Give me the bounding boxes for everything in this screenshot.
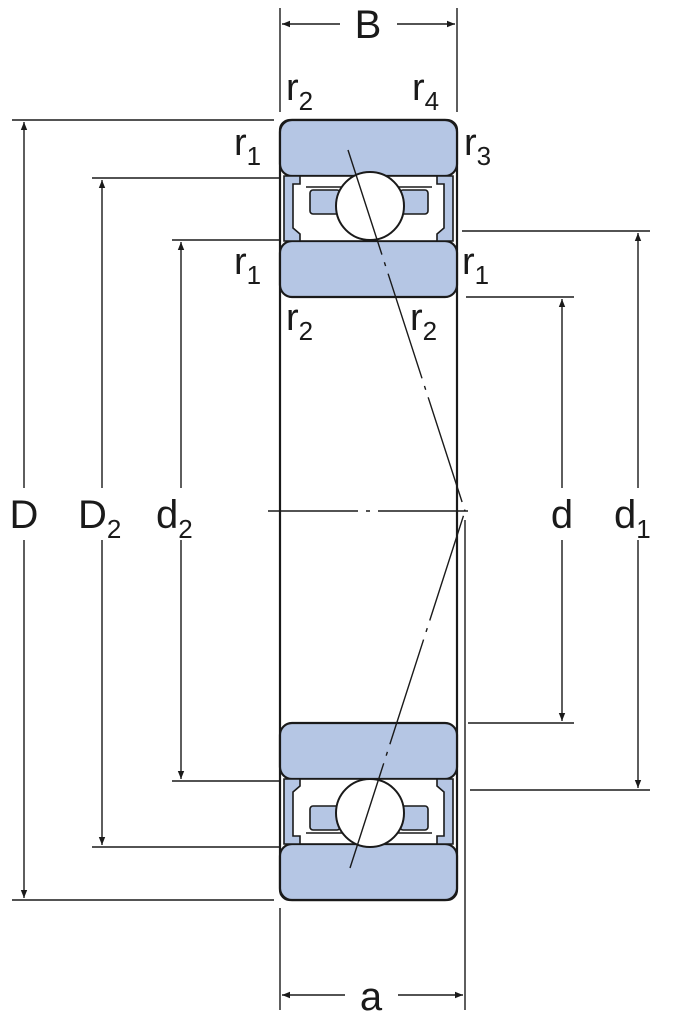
label-r4-top-right: r4 [412,67,439,116]
seal-right-upper [436,175,454,242]
seal-right-lower [436,778,454,845]
contact-line-lower [349,510,466,869]
inner-ring-lower [278,721,459,781]
dimension-labels: B a D D2 d2 d d1 r2 r4 r1 r3 r1 r1 r2 r2 [10,3,651,1019]
label-r2-top-left: r2 [286,67,313,116]
seal-left-lower [283,778,301,845]
bearing-cross-section [268,118,470,902]
upper-section [278,118,459,299]
label-r2-lower-right: r2 [410,297,437,346]
outer-ring-upper [278,118,459,178]
ball-lower [335,778,405,848]
label-B: B [355,3,382,47]
ball-upper [335,171,405,241]
label-D2: D2 [78,493,121,544]
label-r1-mid-right: r1 [462,241,489,290]
label-r1-upper-left: r1 [234,122,261,171]
label-a: a [360,975,383,1019]
outer-ring-lower [278,842,459,902]
label-r3-upper-right: r3 [464,122,491,171]
label-d2: d2 [156,493,193,544]
seal-left-upper [283,175,301,242]
lower-section [278,721,459,902]
label-d: d [551,493,573,537]
label-r1-mid-left: r1 [234,241,261,290]
contact-line-upper [347,149,466,512]
inner-ring-upper [278,239,459,299]
label-D: D [10,493,39,537]
dimension-lines [20,20,642,999]
extension-lines [12,8,650,1010]
label-d1: d1 [614,493,651,544]
label-r2-lower-left: r2 [286,297,313,346]
